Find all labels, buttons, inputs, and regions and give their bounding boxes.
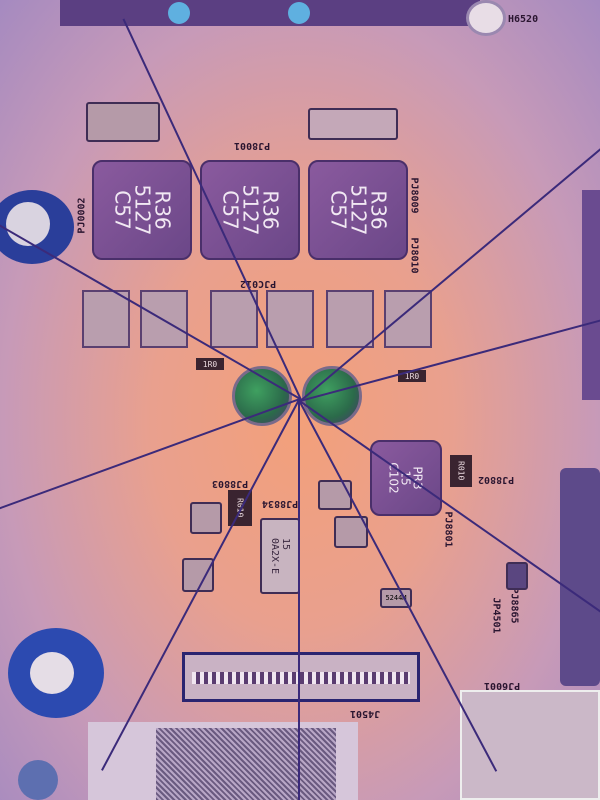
label-pj8801: PJ8801 xyxy=(442,511,454,548)
standoff-2 xyxy=(288,2,310,24)
screw-head xyxy=(6,202,50,246)
mosfet xyxy=(266,290,314,348)
mosfet xyxy=(384,290,432,348)
tantalum-capacitor: 15 0A2X-E xyxy=(260,518,300,594)
ic xyxy=(190,502,222,534)
label-h6520: H6520 xyxy=(508,14,539,25)
side-component xyxy=(560,468,600,686)
top-shield xyxy=(60,0,480,26)
label-pj0002: PJ0002 xyxy=(76,197,88,234)
label-pj8865: PJ8865 xyxy=(508,587,520,624)
label-pj8010: PJ8010 xyxy=(408,237,420,274)
component xyxy=(86,102,160,142)
mosfet xyxy=(210,290,258,348)
ic xyxy=(318,480,352,510)
resistor: 1R0 xyxy=(196,358,224,370)
side-strip xyxy=(582,190,600,400)
label-pj8802: PJ8802 xyxy=(478,474,515,485)
inductor-small: PR3 15 C102 xyxy=(370,440,442,516)
ic-5244: 5244M xyxy=(380,588,412,608)
mosfet xyxy=(326,290,374,348)
screw-bottom xyxy=(18,760,58,800)
inductor-2: R36 5127 C57 xyxy=(200,160,300,260)
component xyxy=(506,562,528,590)
screw-top-right xyxy=(466,0,506,36)
label-pj8009: PJ8009 xyxy=(408,177,420,214)
component xyxy=(308,108,398,140)
resistor: R010 xyxy=(450,455,472,487)
inductor-3: R36 5127 C57 xyxy=(308,160,408,260)
label-pj8001: PJ8001 xyxy=(234,140,271,151)
mesh-grille xyxy=(156,728,336,800)
mosfet xyxy=(82,290,130,348)
inductor-1: R36 5127 C57 xyxy=(92,160,192,260)
capacitor-left xyxy=(232,366,292,426)
mosfet xyxy=(140,290,188,348)
standoff-1 xyxy=(168,2,190,24)
label-j4501: J4501 xyxy=(350,708,381,719)
connector-pins xyxy=(192,672,410,684)
label-jp4501: JP4501 xyxy=(490,597,502,634)
label-pj8834: PJ8834 xyxy=(262,498,299,509)
screw-head xyxy=(30,652,74,694)
trace-line xyxy=(298,400,300,800)
label-pj8803: PJ8803 xyxy=(212,478,249,489)
